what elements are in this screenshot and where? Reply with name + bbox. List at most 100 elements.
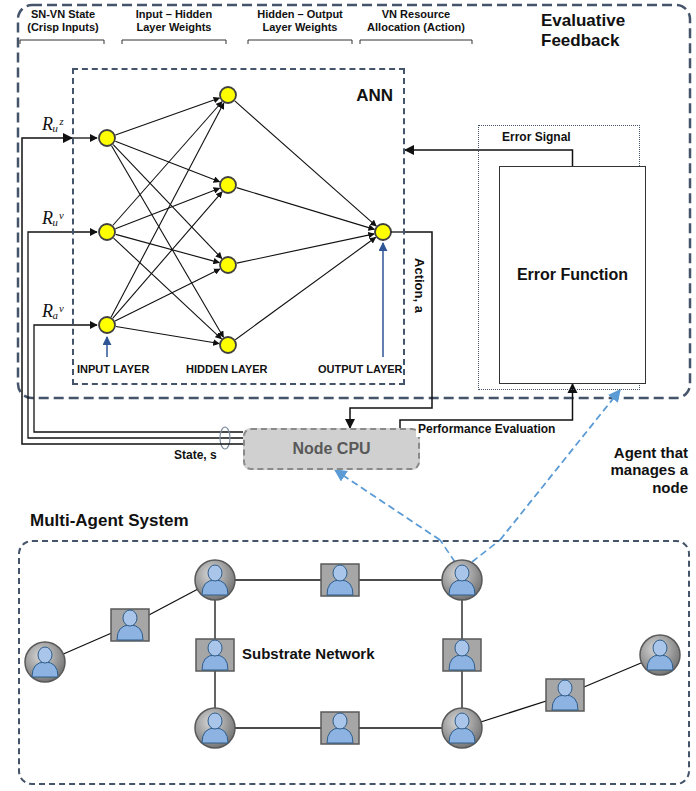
weight-link <box>115 98 219 135</box>
state-wire <box>72 137 97 138</box>
person-head <box>333 713 347 729</box>
agent-leader <box>472 540 500 562</box>
person-head <box>38 647 52 663</box>
weight-link <box>235 237 375 339</box>
person-head <box>333 565 347 581</box>
header-brackets <box>20 40 472 44</box>
agent-node-icon <box>442 708 482 748</box>
agent-disc <box>442 708 482 748</box>
agent-tile <box>321 712 359 744</box>
agent-tile <box>546 679 584 711</box>
agent-link-icon <box>196 639 234 671</box>
weight-link <box>237 188 375 230</box>
state-wire <box>28 232 243 438</box>
bracket <box>122 40 226 44</box>
person-head <box>455 565 469 581</box>
neuron <box>375 224 391 240</box>
connector-label: Performance Evaluation <box>416 423 557 437</box>
agent-tile <box>196 639 234 671</box>
agent-panel <box>18 5 690 398</box>
agent-leaders <box>440 540 500 562</box>
bracket <box>248 40 352 44</box>
agent-disc <box>640 635 680 675</box>
agent-tile <box>321 564 359 596</box>
weight-link <box>235 101 377 226</box>
neuron <box>220 177 236 193</box>
weight-link <box>237 234 374 263</box>
network-box: ANN <box>72 68 405 385</box>
state-wire <box>34 325 243 432</box>
agent-node-icon <box>195 708 235 748</box>
state-wires <box>28 138 405 438</box>
feedback-title: Evaluative Feedback <box>541 11 681 50</box>
agent-disc <box>195 708 235 748</box>
process-box-label: Error Function <box>500 266 645 284</box>
person-body <box>117 625 143 640</box>
input-symbol: Rᵤᶻ <box>42 114 63 135</box>
person-body <box>449 728 475 743</box>
agent-disc <box>25 642 65 682</box>
agent-disc <box>442 560 482 600</box>
person-head <box>653 640 667 656</box>
person-body <box>202 728 228 743</box>
person-body <box>327 728 353 743</box>
agent-node-icon <box>25 642 65 682</box>
person-body <box>202 655 228 670</box>
neural-network <box>99 87 391 353</box>
cpu-box: Node CPU <box>243 428 420 470</box>
network-name: Substrate Network <box>242 645 375 662</box>
callout-note: Agent that manages a node <box>578 444 688 496</box>
agent-node-icon <box>442 560 482 600</box>
weight-link <box>116 234 220 262</box>
weight-link <box>115 141 219 181</box>
system-title: Multi-Agent System <box>30 511 189 531</box>
person-head <box>455 713 469 729</box>
column-heading: VN Resource Allocation (Action) <box>357 8 475 33</box>
input-symbol: Rₐᵛ <box>42 301 63 322</box>
agent-link-icon <box>111 609 149 641</box>
neuron <box>99 224 115 240</box>
weight-link <box>116 326 219 343</box>
agent-disc <box>195 560 235 600</box>
person-body <box>449 580 475 595</box>
agent-node-icon <box>195 560 235 600</box>
substrate-network <box>25 560 680 748</box>
layer-pointer <box>382 243 384 357</box>
person-head <box>208 565 222 581</box>
person-body <box>647 655 673 670</box>
weight-link <box>115 269 220 321</box>
bracket <box>20 40 104 44</box>
feedback-box: Evaluative FeedbackError Function <box>478 125 640 390</box>
weight-link <box>112 146 224 337</box>
signal-arrow <box>350 232 432 428</box>
layer-name: HIDDEN LAYER <box>186 363 268 376</box>
neuron <box>220 87 236 103</box>
agent-link-icon <box>321 564 359 596</box>
column-heading: SN-VN State (Crisp Inputs) <box>18 8 108 33</box>
output-label: Action, a <box>411 258 426 313</box>
agent-link-icon <box>546 679 584 711</box>
process-box: Error Function <box>499 166 646 384</box>
signal-arrow <box>22 138 243 444</box>
agent-tile <box>111 609 149 641</box>
column-heading: Hidden – Output Layer Weights <box>246 8 354 33</box>
cpu-box-label: Node CPU <box>245 440 418 458</box>
state-bundle-ring <box>220 427 230 449</box>
person-body <box>552 695 578 710</box>
weight-link <box>115 188 219 228</box>
person-body <box>202 580 228 595</box>
person-head <box>208 713 222 729</box>
agent-arrow <box>335 470 440 540</box>
connector-label: State, s <box>172 449 219 463</box>
neuron <box>220 257 236 273</box>
agent-tile <box>443 639 481 671</box>
agent-arrow <box>500 390 620 540</box>
system-box: Multi-Agent System <box>18 540 690 785</box>
column-heading: Input – Hidden Layer Weights <box>120 8 228 33</box>
person-head <box>455 640 469 656</box>
person-head <box>558 680 572 696</box>
network-title: ANN <box>356 86 393 106</box>
layer-pointer <box>106 337 108 357</box>
neuron <box>99 130 115 146</box>
